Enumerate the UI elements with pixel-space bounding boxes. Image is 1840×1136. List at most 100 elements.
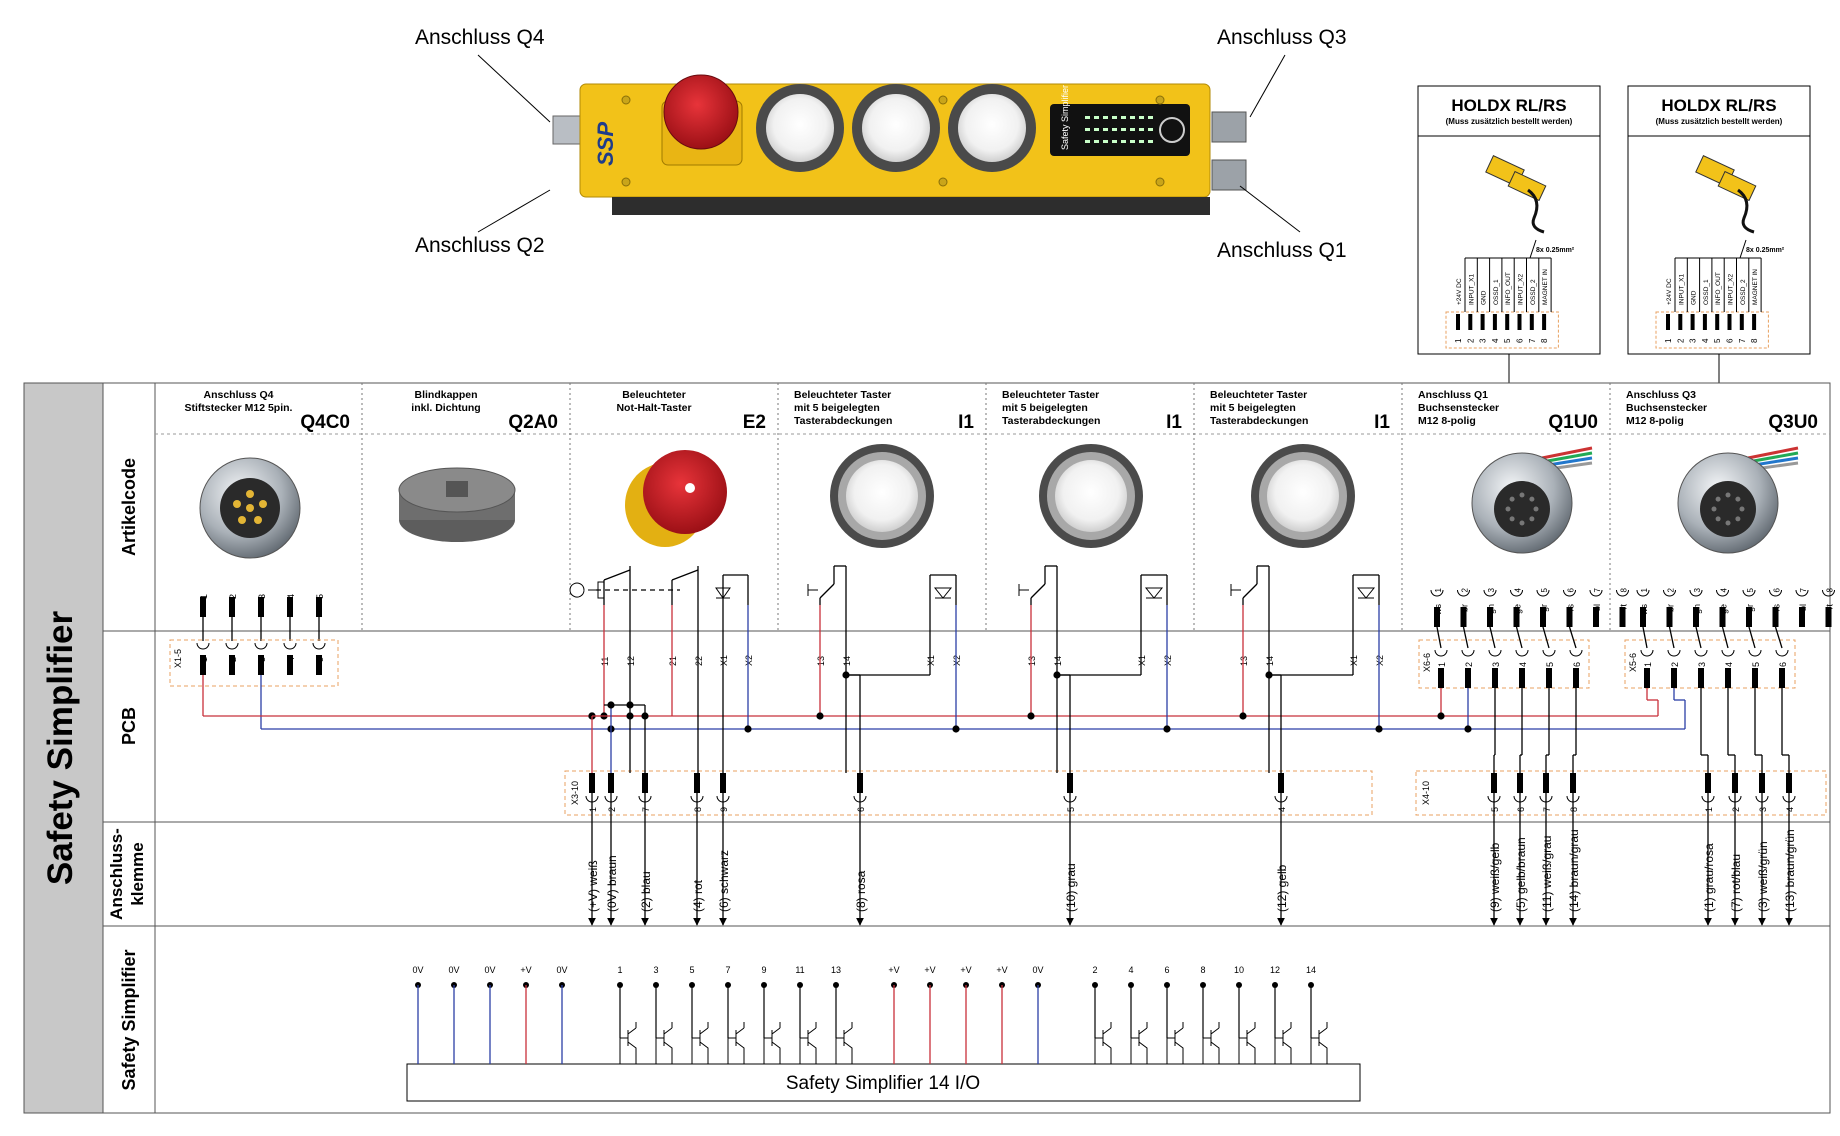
pin-bus-leader bbox=[1739, 239, 1747, 259]
q3-pcb-label: X5-6 bbox=[1628, 653, 1638, 672]
status-led bbox=[1112, 116, 1117, 119]
column-description: mit 5 beigelegten bbox=[794, 402, 880, 414]
q4-pin-number: 5 bbox=[315, 594, 325, 599]
label-q3: Anschluss Q3 bbox=[1217, 26, 1347, 49]
q3-pin-number: 7 bbox=[1799, 587, 1808, 592]
actuator-icon bbox=[1717, 170, 1757, 202]
terminal-pin bbox=[1491, 773, 1497, 793]
simplifier-pin-label: 7 bbox=[725, 965, 730, 975]
q1-jumper bbox=[1462, 626, 1469, 649]
junction-dot bbox=[626, 712, 634, 720]
terminal-pin bbox=[200, 655, 206, 675]
terminal-wire-label: (6) schwarz bbox=[717, 850, 731, 912]
column-description: Anschluss Q1 bbox=[1418, 389, 1488, 401]
estop-photo bbox=[643, 450, 727, 534]
terminal-pin bbox=[1752, 668, 1758, 688]
terminal-pin bbox=[1693, 607, 1699, 627]
pin-block bbox=[1529, 314, 1534, 330]
pin-label: +24V DC bbox=[1456, 278, 1463, 305]
female-socket-icon bbox=[1509, 496, 1515, 502]
pin-block bbox=[1715, 314, 1720, 330]
terminal-wire-label: (4) rot bbox=[691, 879, 705, 912]
status-led bbox=[1094, 128, 1099, 131]
column-description: Blindkappen bbox=[414, 389, 477, 401]
pin-number: 4 bbox=[1491, 338, 1500, 343]
article-code: Q4C0 bbox=[300, 412, 350, 433]
terminal-wire-label: (13) braun/grün bbox=[1783, 829, 1797, 912]
simplifier-pin-label: 0V bbox=[556, 965, 567, 975]
pin-label: GND bbox=[1691, 290, 1698, 305]
female-socket-icon bbox=[1735, 496, 1741, 502]
terminal-pin bbox=[1732, 773, 1738, 793]
terminal-wire-label: (11) weiß/grau bbox=[1540, 836, 1554, 912]
terminal-pin bbox=[589, 773, 595, 793]
terminal-pin bbox=[1573, 668, 1579, 688]
q1-jumper bbox=[1436, 626, 1442, 649]
q1-pcb-pin: 3 bbox=[1491, 662, 1501, 667]
illuminated-button-lens bbox=[1055, 460, 1127, 532]
terminal-number: 8 bbox=[1569, 807, 1579, 812]
simplifier-pin-label: 4 bbox=[1128, 965, 1133, 975]
terminal-number: 4 bbox=[1277, 807, 1287, 812]
status-led bbox=[1139, 140, 1144, 143]
transistor-icon bbox=[836, 1022, 853, 1064]
q3-jumper bbox=[1721, 626, 1729, 649]
status-led bbox=[1139, 128, 1144, 131]
plug-symbol bbox=[1663, 589, 1676, 597]
pin-number: 5 bbox=[1503, 338, 1512, 343]
terminal-number: 7 bbox=[1542, 807, 1552, 812]
status-led bbox=[1130, 116, 1135, 119]
article-code: Q2A0 bbox=[508, 412, 558, 433]
q3-pcb-pin: 5 bbox=[1751, 662, 1761, 667]
simplifier-box bbox=[406, 1063, 1361, 1102]
terminal-number: 9 bbox=[719, 807, 729, 812]
pin-label: OSSD_1 bbox=[1703, 279, 1710, 305]
pin-number: 5 bbox=[1713, 338, 1722, 343]
label-q4: Anschluss Q4 bbox=[415, 26, 545, 49]
column-description: Beleuchteter Taster bbox=[794, 389, 891, 401]
pin-block bbox=[1542, 314, 1547, 330]
terminal-pin bbox=[1434, 607, 1440, 627]
status-led bbox=[1094, 116, 1099, 119]
button-terminal-label: X1 bbox=[1137, 655, 1147, 666]
transistor-icon bbox=[1203, 1022, 1220, 1064]
pin-label: MAGNET IN bbox=[1752, 269, 1759, 305]
terminal-pin bbox=[1278, 773, 1284, 793]
holdx-box bbox=[1417, 85, 1601, 355]
pin-block bbox=[1752, 314, 1757, 330]
female-socket-icon bbox=[1509, 516, 1515, 522]
q1-pin-number: 4 bbox=[1514, 587, 1523, 592]
q3-wire-color: rt bbox=[1825, 604, 1835, 610]
button-terminal-label: 13 bbox=[816, 656, 826, 666]
terminal-pin bbox=[1519, 668, 1525, 688]
female-connector-face bbox=[1700, 481, 1756, 537]
row-label-klemme-2: klemme bbox=[128, 842, 147, 905]
screw-icon bbox=[1155, 95, 1165, 105]
q1-pin-number: 1 bbox=[1434, 587, 1443, 592]
pin-number: 3 bbox=[1479, 338, 1488, 343]
plug-symbol bbox=[1488, 649, 1502, 657]
side-title: Safety Simplifier bbox=[41, 610, 80, 885]
transistor-icon bbox=[728, 1022, 745, 1064]
pin-label: +24V DC bbox=[1666, 278, 1673, 305]
female-socket-icon bbox=[1505, 506, 1511, 512]
plug-symbol bbox=[1515, 649, 1529, 657]
screw-icon bbox=[621, 177, 631, 187]
connector-wire-icon bbox=[1747, 446, 1799, 460]
article-code: Q3U0 bbox=[1768, 412, 1818, 433]
terminal-number: 2 bbox=[1731, 807, 1741, 812]
button-2-icon bbox=[862, 94, 930, 162]
terminal-number: 6 bbox=[856, 807, 866, 812]
q1-pin-number: 7 bbox=[1593, 587, 1602, 592]
pin-block bbox=[1702, 314, 1707, 330]
plug-symbol bbox=[1636, 589, 1650, 597]
plug-symbol bbox=[1542, 649, 1556, 657]
simplifier-pin-label: 0V bbox=[484, 965, 495, 975]
terminal-pin bbox=[287, 655, 293, 675]
column-description: Stiftstecker M12 5pin. bbox=[185, 402, 293, 414]
x410-frame bbox=[1415, 770, 1827, 816]
transistor-icon bbox=[1095, 1022, 1112, 1064]
pin-block bbox=[1456, 314, 1460, 330]
button-terminal-label: X2 bbox=[1375, 655, 1385, 666]
